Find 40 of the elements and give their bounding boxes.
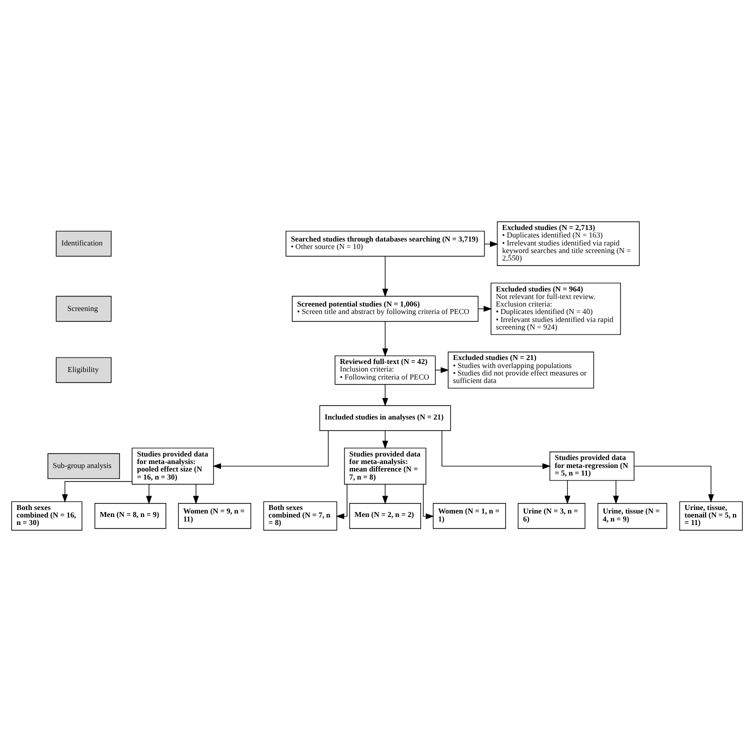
- node-box: Searched studies through databases searching (N = 3,719) • Other source (N = 10): [286, 230, 485, 256]
- arrow: [382, 320, 388, 356]
- arrow: [193, 484, 199, 504]
- arrow: [382, 430, 388, 449]
- node-box: Urine, tissue (N = 4, n = 9): [598, 502, 668, 528]
- arrow: [435, 366, 450, 372]
- node-box: Excluded studies (N = 21) • Studies with overlapping populations • Studies did not provide effect measures or sufficient data: [448, 351, 594, 388]
- arrow: [634, 465, 714, 502]
- node-box: Excluded studies (N = 2,713) • Duplicates identified (N = 163) • Irrelevant studies identified via rapid keyword searches and title screening (N = 2,550): [496, 220, 640, 266]
- node-box: Screening: [56, 295, 112, 322]
- arrow: [382, 484, 388, 504]
- node-box: Included studies in analyses (N = 21): [319, 404, 451, 430]
- node-box: Women (N = 1, n = 1): [432, 502, 506, 528]
- arrow: [146, 484, 152, 504]
- arrow: [62, 480, 132, 502]
- node-box: Both sexes combined (N = 7, n = 8): [263, 500, 338, 530]
- arrow: [613, 480, 619, 504]
- arrow: [422, 484, 434, 519]
- node-box: Men (N = 8, n = 9): [94, 502, 166, 528]
- arrow: [442, 430, 551, 469]
- node-box: Studies provided data for meta-analysis: pooled effect size (N = 16, n = 30): [132, 447, 214, 484]
- arrow: [484, 240, 498, 246]
- node-box: Both sexes combined (N = 16, n = 30): [11, 500, 82, 530]
- node-box: Identification: [56, 230, 112, 256]
- node-box: Urine (N = 3, n = 6): [518, 502, 586, 528]
- node-box: Studies provided data for meta-regression (N = 5, n = 11): [550, 451, 634, 480]
- node-box: Screened potential studies (N = 1,006) • Screen title and abstract by following criteria of PECO: [292, 295, 478, 322]
- arrow: [382, 384, 388, 406]
- node-box: Studies provided data for meta-analysis: mean difference (N = 7, n = 8): [344, 447, 426, 484]
- arrow: [382, 255, 388, 297]
- node-box: Excluded studies (N = 964) Not relevant for full-text review. Exclusion criteria: • Duplicates identified (N = 40) • Irrelevant studies identified via rapid screening (N = 924): [490, 282, 621, 334]
- node-box: Women (N = 9, n = 11): [178, 502, 252, 528]
- arrow: [212, 430, 329, 469]
- node-box: Sub-group analysis: [48, 452, 120, 479]
- node-box: Eligibility: [56, 356, 112, 382]
- node-box: Men (N = 2, n = 2): [349, 502, 422, 528]
- node-box: Urine, tissue, toenail (N = 5, n = 11): [679, 500, 743, 530]
- arrow: [336, 484, 348, 519]
- arrow: [564, 480, 570, 504]
- node-box: Reviewed full-text (N = 42) Inclusion criteria: • Following criteria of PECO: [334, 354, 436, 384]
